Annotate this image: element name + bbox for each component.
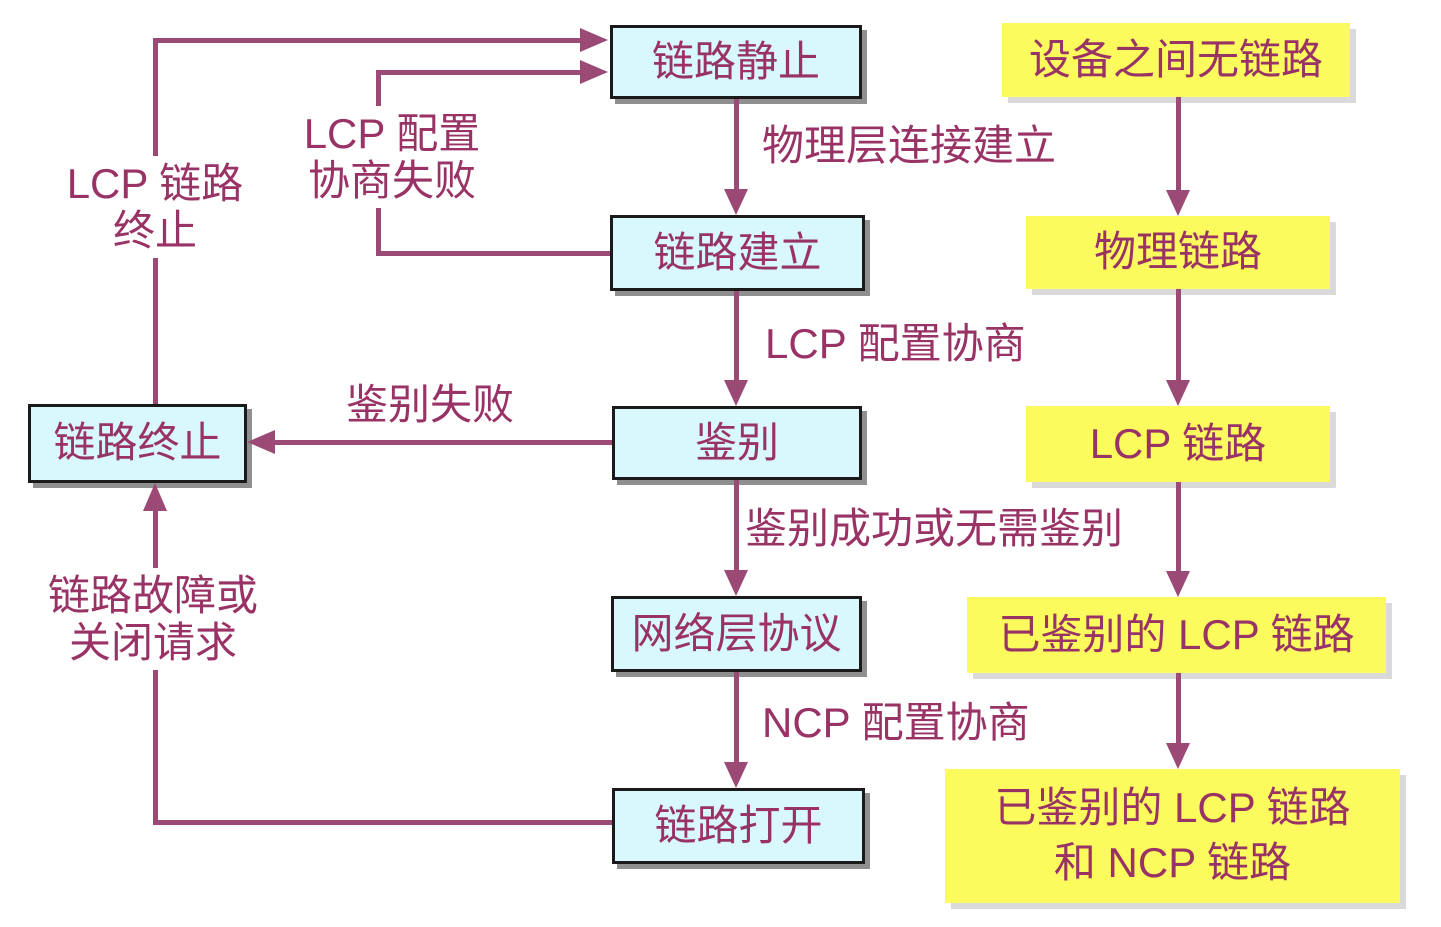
edge-label-lcp-link-terminate: LCP 链路 终止: [56, 156, 254, 259]
edge-label-auth-success: 鉴别成功或无需鉴别: [745, 505, 1124, 552]
edge-label-physical-up: 物理层连接建立: [762, 122, 1057, 169]
state-box-authenticate: 鉴别: [612, 406, 862, 480]
state-box-network-layer-protocol: 网络层协议: [611, 596, 862, 672]
phase-box-no-link: 设备之间无链路: [1002, 23, 1350, 97]
state-box-link-dead: 链路静止: [610, 25, 862, 99]
phase-box-auth-lcp-ncp-link: 已鉴别的 LCP 链路 和 NCP 链路: [945, 769, 1400, 903]
state-box-link-establish: 链路建立: [610, 215, 865, 291]
state-box-link-open: 链路打开: [612, 788, 865, 864]
phase-box-physical-link: 物理链路: [1026, 216, 1330, 289]
state-box-link-terminate: 链路终止: [28, 404, 247, 483]
edge-label-lcp-negotiation: LCP 配置协商: [765, 320, 1026, 367]
edge-label-auth-fail: 鉴别失败: [345, 381, 515, 428]
phase-box-lcp-link: LCP 链路: [1026, 406, 1330, 482]
edge-label-link-fault: 链路故障或 关闭请求: [37, 568, 269, 671]
edge-label-ncp-negotiation: NCP 配置协商: [762, 699, 1030, 746]
phase-box-auth-lcp-link: 已鉴别的 LCP 链路: [967, 597, 1386, 673]
edge-label-lcp-nego-fail: LCP 配置 协商失败: [293, 106, 491, 209]
